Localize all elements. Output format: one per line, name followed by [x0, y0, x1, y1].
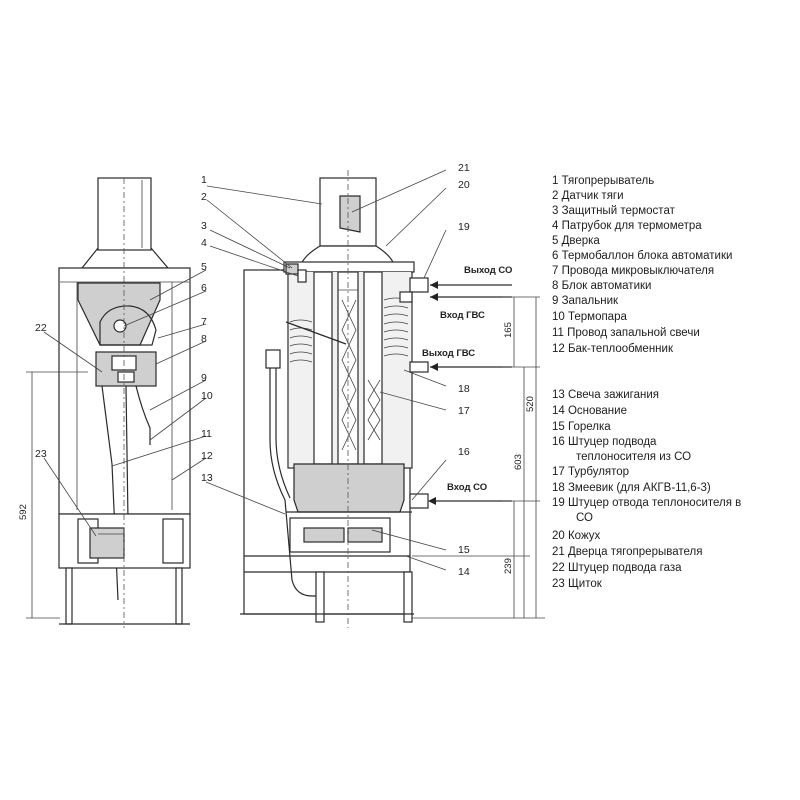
callout-11: 11	[201, 428, 212, 440]
callout-3: 3	[201, 220, 207, 232]
draft-breaker-front	[97, 177, 152, 251]
thermo-bulb-front	[113, 319, 127, 333]
callout-23: 23	[35, 448, 47, 460]
dim-239: 239	[503, 558, 514, 574]
legend-item: 8 Блок автоматики	[552, 280, 651, 292]
legend-item: 19 Штуцер отвода теплоносителя в	[552, 497, 741, 509]
callout-10: 10	[201, 390, 213, 402]
callout-16: 16	[458, 446, 470, 458]
callout-13: 13	[201, 472, 213, 484]
callout-6: 6	[201, 282, 207, 294]
callout-17: 17	[458, 405, 470, 417]
legend-item: СО	[576, 512, 593, 524]
dim-603: 603	[513, 454, 524, 470]
dim-520: 520	[525, 396, 536, 412]
legend-item: 14 Основание	[552, 405, 627, 417]
callout-9: 9	[201, 372, 207, 384]
flow-arrows: Выход СО Вход ГВС Выход ГВС Вход СО	[422, 265, 512, 505]
leader-lines	[43, 169, 447, 571]
callout-18: 18	[458, 383, 470, 395]
callout-numbers: 1 2 3 4 5 6 7 8 9 10 11 12 13 14 15 16 1…	[35, 162, 470, 578]
front-view	[58, 177, 191, 628]
legend-item: 9 Запальник	[552, 295, 619, 307]
legend-item: 18 Змеевик (для АКГВ-11,6-3)	[552, 482, 711, 494]
callout-14: 14	[458, 566, 470, 578]
callout-19: 19	[458, 221, 470, 233]
callout-21: 21	[458, 162, 470, 174]
legend-item: 13 Свеча зажигания	[552, 389, 659, 401]
legend-item: 7 Провода микровыключателя	[552, 265, 714, 277]
dim-165: 165	[503, 322, 514, 338]
callout-20: 20	[458, 179, 470, 191]
legend-item: 2 Датчик тяги	[552, 190, 624, 202]
callout-8: 8	[201, 333, 207, 345]
parts-legend: 1 Тягопрерыватель 2 Датчик тяги 3 Защитный…	[552, 175, 741, 590]
dim-592: 592	[18, 504, 29, 520]
legend-item: теплоносителя из СО	[576, 451, 691, 463]
flow-in-gvs: Вход ГВС	[440, 310, 485, 321]
flow-out-gvs: Выход ГВС	[422, 348, 475, 359]
draft-door-section	[339, 195, 361, 233]
callout-5: 5	[201, 261, 207, 273]
shoulder-front	[80, 247, 170, 269]
shield-front	[89, 527, 125, 559]
legend-item: 12 Бак-теплообменник	[552, 343, 674, 355]
legend-item: 5 Дверка	[552, 235, 600, 247]
legend-item: 15 Горелка	[552, 421, 611, 433]
combustion-chamber	[293, 463, 405, 513]
inlet-gvs-nozzle	[399, 291, 413, 303]
dimension-lines: 592 165 520 603 239	[18, 296, 545, 619]
section-view	[240, 170, 429, 628]
callout-4: 4	[201, 237, 207, 249]
legend-item: 21 Дверца тягопрерывателя	[552, 546, 702, 558]
callout-2: 2	[201, 191, 207, 203]
legend-item: 10 Термопара	[552, 311, 627, 323]
legend-item: 11 Провод запальной свечи	[552, 327, 700, 339]
callout-15: 15	[458, 544, 470, 556]
legend-item: 17 Турбулятор	[552, 466, 629, 478]
callout-7: 7	[201, 316, 207, 328]
inlet-co-nozzle	[409, 493, 429, 509]
flow-out-co: Выход СО	[464, 265, 512, 276]
callout-1: 1	[201, 174, 207, 186]
legend-item: 6 Термобаллон блока автоматики	[552, 250, 732, 262]
outlet-gvs-nozzle	[409, 361, 429, 373]
legend-item: 16 Штуцер подвода	[552, 436, 657, 448]
legend-item: 4 Патрубок для термометра	[552, 220, 702, 232]
outlet-co-nozzle	[409, 277, 429, 293]
legend-item: 1 Тягопрерыватель	[552, 175, 654, 187]
legend-item: 3 Защитный термостат	[552, 205, 676, 217]
flow-in-co: Вход СО	[447, 482, 487, 493]
legend-item: 23 Щиток	[552, 578, 603, 590]
callout-22: 22	[35, 322, 47, 334]
legend-item: 22 Штуцер подвода газа	[552, 562, 682, 574]
legend-item: 20 Кожух	[552, 530, 601, 542]
callout-12: 12	[201, 450, 213, 462]
